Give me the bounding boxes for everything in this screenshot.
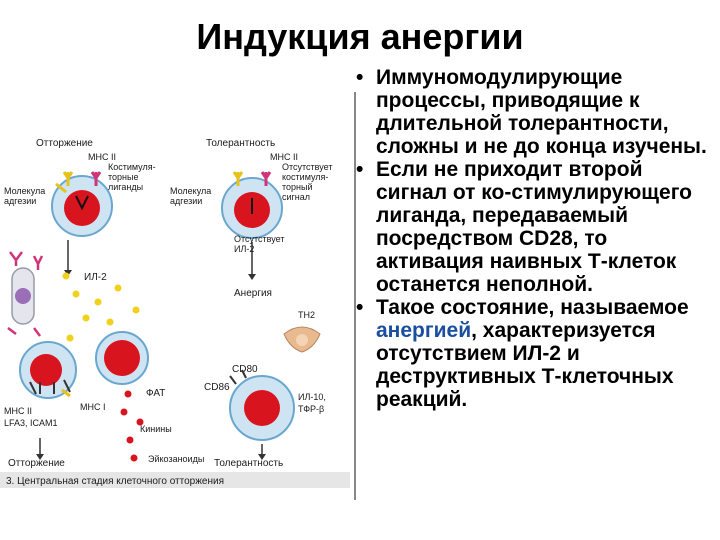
tolerance-label: Толерантность xyxy=(214,458,283,469)
bullet-list: • Иммуномодулирующие процессы, приводящи… xyxy=(352,66,718,411)
absent-right-label-2: костимуля- xyxy=(282,172,328,182)
cd80-label: CD80 xyxy=(232,364,258,375)
bottom-left-cell xyxy=(19,341,77,399)
th2-label: ТH2 xyxy=(298,310,315,320)
kinins-label: Кинины xyxy=(140,424,172,434)
rejection-label: Отторжение xyxy=(8,458,65,469)
costim-left-label-2: торные xyxy=(108,172,138,182)
il10-label-1: ИЛ-10, xyxy=(298,392,326,402)
bullet-item: • Такое состояние, называемое анергией, … xyxy=(352,296,718,411)
adhesion-right-label-2: адгезии xyxy=(170,196,202,206)
adhesion-left-label-2: адгезии xyxy=(4,196,36,206)
mhc-right-label: МНС II xyxy=(270,152,298,162)
th2-cell xyxy=(283,326,321,353)
mhc1-label: МНС I xyxy=(80,402,106,412)
costim-left-label-1: Костимуля- xyxy=(108,162,156,172)
lfa-label: LFA3, ICAM1 xyxy=(4,418,58,428)
anergy-highlight: анергией xyxy=(376,319,472,342)
costim-left-label-3: лиганды xyxy=(108,182,143,192)
il2-label: ИЛ-2 xyxy=(84,272,107,283)
top-left-cell xyxy=(51,171,113,237)
bullet-dot: • xyxy=(356,296,364,319)
adhesion-right-label-1: Молекула xyxy=(170,186,211,196)
anergy-label: Анергия xyxy=(234,288,272,299)
caption-bar xyxy=(0,472,350,488)
bullet-item: • Если не приходит второй сигнал от ко-с… xyxy=(352,158,718,296)
bullet-text: Иммуномодулирующие процессы, приводящие … xyxy=(376,66,707,158)
left-header: Отторжение xyxy=(36,138,93,149)
absent-il2-label-2: ИЛ-2 xyxy=(234,244,254,254)
arrowhead-left-bottom xyxy=(36,454,44,460)
absent-right-label-4: сигнал xyxy=(282,192,310,202)
right-header: Толерантность xyxy=(206,138,275,149)
mhc-left-label: МНС II xyxy=(88,152,116,162)
bullet-dot: • xyxy=(356,158,364,181)
il2-dots xyxy=(66,284,140,342)
eicosanoids-label: Эйкозаноиды xyxy=(148,454,204,464)
slide-title: Индукция анергии xyxy=(196,16,524,57)
purple-cell xyxy=(7,251,44,337)
il10-label-2: ТФР-β xyxy=(298,404,324,414)
bottom-right-cell xyxy=(229,369,295,441)
mhc2-bottom-label: МНС II xyxy=(4,406,32,416)
absent-right-label-3: торный xyxy=(282,182,313,192)
arrowhead-left-top xyxy=(64,270,72,276)
anergy-figure: Отторжение Толерантность МНС II Костимул… xyxy=(0,128,350,500)
bullet-item: • Иммуномодулирующие процессы, приводящи… xyxy=(352,66,718,158)
vertical-divider xyxy=(354,92,356,500)
absent-right-label-1: Отсутствует xyxy=(282,162,332,172)
bullet-text: Если не приходит второй сигнал от ко-сти… xyxy=(376,158,692,296)
red-dots xyxy=(120,390,144,462)
fat-label: ФАТ xyxy=(146,388,165,399)
bullet-text-before: Такое состояние, называемое xyxy=(376,296,689,319)
cd86-label: CD86 xyxy=(204,382,230,393)
adhesion-left-label-1: Молекула xyxy=(4,186,45,196)
arrowhead-right-bottom xyxy=(258,454,266,460)
top-right-cell xyxy=(221,171,283,239)
bullet-text-after: , характеризуется отсутствием ИЛ-2 и дес… xyxy=(376,319,674,411)
bottom-middle-cell xyxy=(95,331,149,385)
absent-il2-label-1: Отсутствует xyxy=(234,234,284,244)
figure-illustration: Отторжение Толерантность МНС II Костимул… xyxy=(0,138,350,488)
figure-caption: 3. Центральная стадия клеточного отторже… xyxy=(6,476,224,487)
arrowhead-right-top xyxy=(248,274,256,280)
bullet-dot: • xyxy=(356,66,364,89)
